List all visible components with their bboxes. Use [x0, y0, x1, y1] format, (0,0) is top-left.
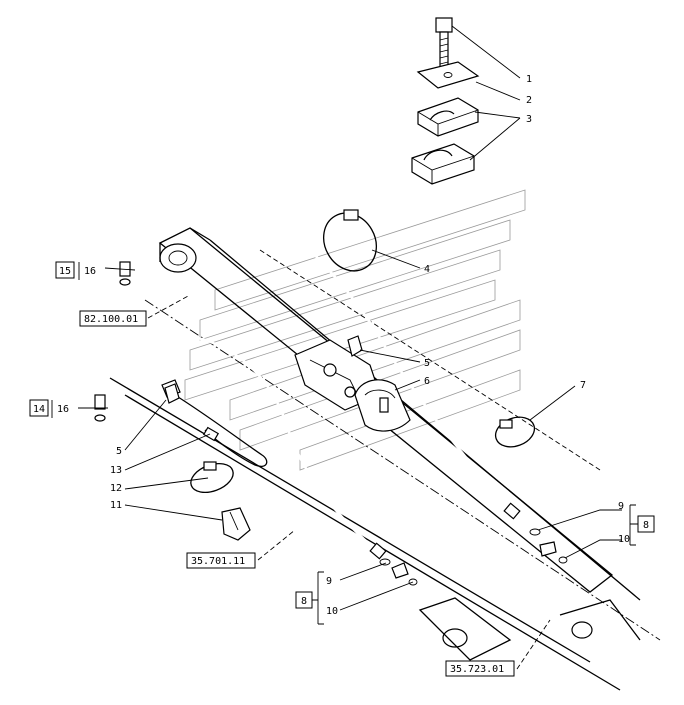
callout-2: 2 — [526, 95, 532, 106]
clip-11 — [221, 507, 251, 541]
bolt — [435, 17, 453, 69]
hose-clamp-4 — [323, 209, 377, 272]
clamp-block-lower — [411, 143, 475, 185]
box-8-right-label: 8 — [643, 520, 649, 531]
seal-right — [529, 528, 568, 564]
reference-35-701-11-label: 35.701.11 — [191, 556, 245, 567]
boom-clamp-6 — [354, 379, 411, 432]
reference-35-723-01-label: 35.723.01 — [450, 664, 504, 675]
callout-5-upper: 5 — [424, 358, 430, 369]
elbow-fitting-lower — [164, 383, 180, 404]
callout-9-lower: 9 — [326, 576, 332, 587]
reference-35-701-11: 35.701.11 — [186, 552, 256, 569]
group-bracket-right — [629, 504, 638, 546]
box-8-lower-label: 8 — [301, 596, 307, 607]
box-15-label: 15 — [59, 266, 71, 277]
hose-clamp-12 — [190, 461, 234, 493]
callout-1: 1 — [526, 74, 532, 85]
callout-11: 11 — [110, 500, 122, 511]
reference-82-100-01: 82.100.01 — [79, 310, 147, 327]
seal-lower — [379, 558, 418, 586]
side-16-lower: 16 — [57, 404, 69, 415]
box-15: 15 — [55, 261, 75, 279]
reference-35-723-01: 35.723.01 — [445, 660, 515, 677]
plate — [416, 61, 480, 89]
callout-4: 4 — [424, 264, 430, 275]
box-14-label: 14 — [33, 404, 45, 415]
reference-82-100-01-label: 82.100.01 — [84, 314, 138, 325]
callout-7: 7 — [580, 380, 586, 391]
callout-3: 3 — [526, 114, 532, 125]
watermark-logo — [184, 189, 526, 471]
callout-12: 12 — [110, 483, 122, 494]
hose-clamp-7 — [494, 416, 536, 448]
leader-lines — [78, 25, 622, 611]
box-14: 14 — [29, 399, 49, 417]
clamp-block-upper — [417, 97, 479, 137]
reference-leaders — [147, 294, 551, 670]
callout-5-left: 5 — [116, 446, 122, 457]
side-16-upper: 16 — [84, 266, 96, 277]
box-8-lower: 8 — [295, 591, 313, 609]
callout-10-right: 10 — [618, 534, 630, 545]
box-8-right: 8 — [637, 515, 655, 533]
upper-hose — [119, 167, 521, 520]
callout-9-right: 9 — [618, 501, 624, 512]
callout-10-lower: 10 — [326, 606, 338, 617]
callout-13: 13 — [110, 465, 122, 476]
lower-hose — [94, 332, 387, 560]
group-bracket-lower — [310, 571, 324, 625]
callout-6: 6 — [424, 376, 430, 387]
boom-cylinder — [109, 227, 661, 691]
